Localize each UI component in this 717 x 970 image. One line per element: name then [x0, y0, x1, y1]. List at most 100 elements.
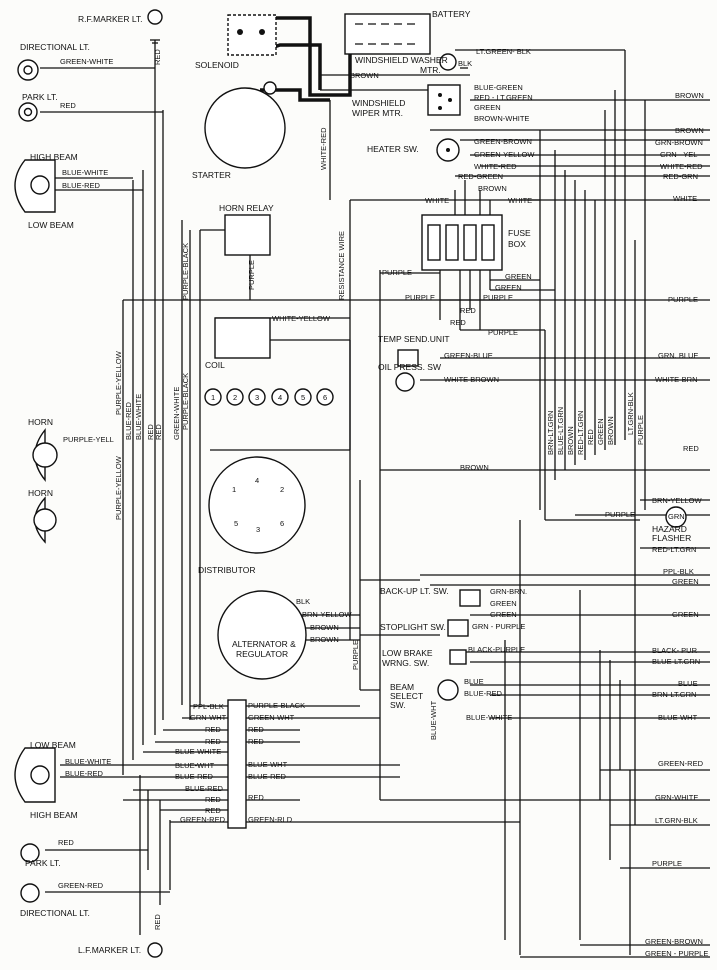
wire-label: RED: [205, 795, 221, 804]
alternator-label-2: REGULATOR: [236, 649, 288, 659]
washer-label-1: WINDSHIELD WASHER: [355, 55, 448, 65]
wire-label: RED: [146, 424, 155, 440]
harness-labels: BROWN BROWN GRN-BROWN GRN - YEL WHITE-RE…: [645, 91, 708, 958]
battery: [344, 13, 431, 55]
harness-label: GRN. BLUE: [658, 351, 698, 360]
wiper-label-2: WIPER MTR.: [352, 108, 403, 118]
alternator-label-1: ALTERNATOR &: [232, 639, 296, 649]
park-lamp-top: [18, 102, 38, 122]
wire-label: RED: [60, 101, 76, 110]
resistance-wire-label: RESISTANCE WIRE: [337, 231, 346, 300]
wire-label: GREEN-RED: [180, 815, 226, 824]
directional-lamp-top: [17, 59, 39, 81]
beam-select-switch: [437, 679, 459, 701]
hazard-label-1: HAZARD: [652, 524, 687, 534]
wire-label: RED: [205, 725, 221, 734]
wire-label: GREEN: [490, 599, 517, 608]
wire-label: RED-GREEN: [458, 172, 503, 181]
wire-label: GREEN: [505, 272, 532, 281]
wire-label: GREEN: [474, 103, 501, 112]
wire-label: BROWN: [310, 635, 339, 644]
horn-1-label: HORN: [28, 417, 53, 427]
wire-label: RED: [460, 306, 476, 315]
beam-select-label-3: SW.: [390, 700, 406, 710]
wire-label: GRN - PURPLE: [472, 622, 525, 631]
harness-label: PPL-BLK: [663, 567, 694, 576]
wire-label: BROWN: [310, 623, 339, 632]
directional-top-label: DIRECTIONAL LT.: [20, 42, 90, 52]
wire-label: PURPLE: [382, 268, 412, 277]
wiper-motor: [427, 84, 461, 116]
heater-sw-label: HEATER SW.: [367, 144, 419, 154]
low-brake-label-1: LOW BRAKE: [382, 648, 433, 658]
harness-label: BROWN: [675, 91, 704, 100]
dist-terminal: 4: [255, 476, 259, 485]
park-lamp-bottom: [20, 843, 40, 863]
headlamp-bottom: [14, 747, 56, 803]
stoplight-switch: [447, 619, 469, 637]
harness-label: LT.GRN-BLK: [655, 816, 698, 825]
wire-label: BLUE-RED: [185, 784, 224, 793]
directional-bottom-label: DIRECTIONAL LT.: [20, 908, 90, 918]
wire-label: BLUE-GREEN: [474, 83, 523, 92]
horn-relay-label: HORN RELAY: [219, 203, 274, 213]
wire-label: RED: [586, 429, 595, 445]
fuse-box-label-1: FUSE: [508, 228, 531, 238]
cylinder-plugs: [204, 388, 334, 406]
wire-label: PURPLE-YELLOW: [114, 455, 123, 520]
rf-marker-lamp: [147, 9, 163, 44]
dist-terminal: 2: [280, 485, 284, 494]
wire-label: PURPLE: [247, 260, 256, 290]
cyl-label: 2: [233, 393, 237, 402]
wire-label: BLUE-WHITE: [175, 747, 221, 756]
solenoid-label: SOLENOID: [195, 60, 239, 70]
wire-label: PURPLE-YELLOW: [114, 350, 123, 415]
cylinder-labels: 1 2 3 4 5 6 1 4 2 5 3 6: [211, 393, 327, 534]
lf-marker-lamp: [147, 942, 163, 958]
starter-label: STARTER: [192, 170, 231, 180]
wire-label: PPL-BLK: [193, 702, 224, 711]
harness-label: WHITE-RED: [660, 162, 703, 171]
harness-label: BLUE-WHT: [658, 713, 698, 722]
dist-terminal: 3: [256, 525, 260, 534]
wire-label: BLACK-PURPLE: [468, 645, 525, 654]
wire-label: GRN-BRN.: [490, 587, 527, 596]
wire-label: PURPLE: [483, 293, 513, 302]
cyl-label: 5: [301, 393, 305, 402]
wire-label: GREEN-YELLOW: [474, 150, 535, 159]
wire-label: WHITE: [425, 196, 449, 205]
wire-label: BLK: [296, 597, 310, 606]
oil-pressure-switch: [395, 372, 415, 392]
wire-label: WHITE: [508, 196, 532, 205]
wire-label: GREEN-RED: [58, 881, 104, 890]
harness-label: BLUE-LT.GRN: [652, 657, 700, 666]
dist-terminal: 6: [280, 519, 284, 528]
fuse-box: [421, 214, 503, 271]
heater-switch: [436, 138, 460, 162]
headlamp-top: [14, 159, 56, 213]
directional-lamp-bottom: [20, 883, 40, 903]
low-brake-label-2: WRNG. SW.: [382, 658, 429, 668]
wire-label: PURPLE: [351, 640, 360, 670]
wire-label: BLUE-WHITE: [65, 757, 111, 766]
harness-label: GREEN-RED: [658, 759, 704, 768]
cyl-label: 1: [211, 393, 215, 402]
harness-label: GREEN: [672, 577, 699, 586]
harness-label: GRN-BROWN: [655, 138, 703, 147]
wire-label: BLUE-WHITE: [134, 394, 143, 440]
alternator: [217, 590, 307, 680]
fuse-box-label-2: BOX: [508, 239, 526, 249]
wire-label: PURPLE-YELL: [63, 435, 114, 444]
starter-motor: [204, 81, 286, 169]
wire-label: BROWN: [460, 463, 489, 472]
temp-sender: [397, 349, 419, 367]
low-brake-switch: [449, 649, 467, 665]
backup-switch: [459, 589, 481, 607]
cyl-label: 6: [323, 393, 327, 402]
wire-label: BLUE-WHT: [429, 700, 438, 740]
harness-label: BLUE: [678, 679, 698, 688]
wire-label: BLUE-WHT: [175, 761, 215, 770]
wire-labels: GREEN-WHITE RED BLUE-WHITE BLUE-RED LT.G…: [58, 47, 645, 930]
harness-label: GRN - YEL: [660, 150, 697, 159]
wire-label: GREEN-WHT: [248, 713, 295, 722]
